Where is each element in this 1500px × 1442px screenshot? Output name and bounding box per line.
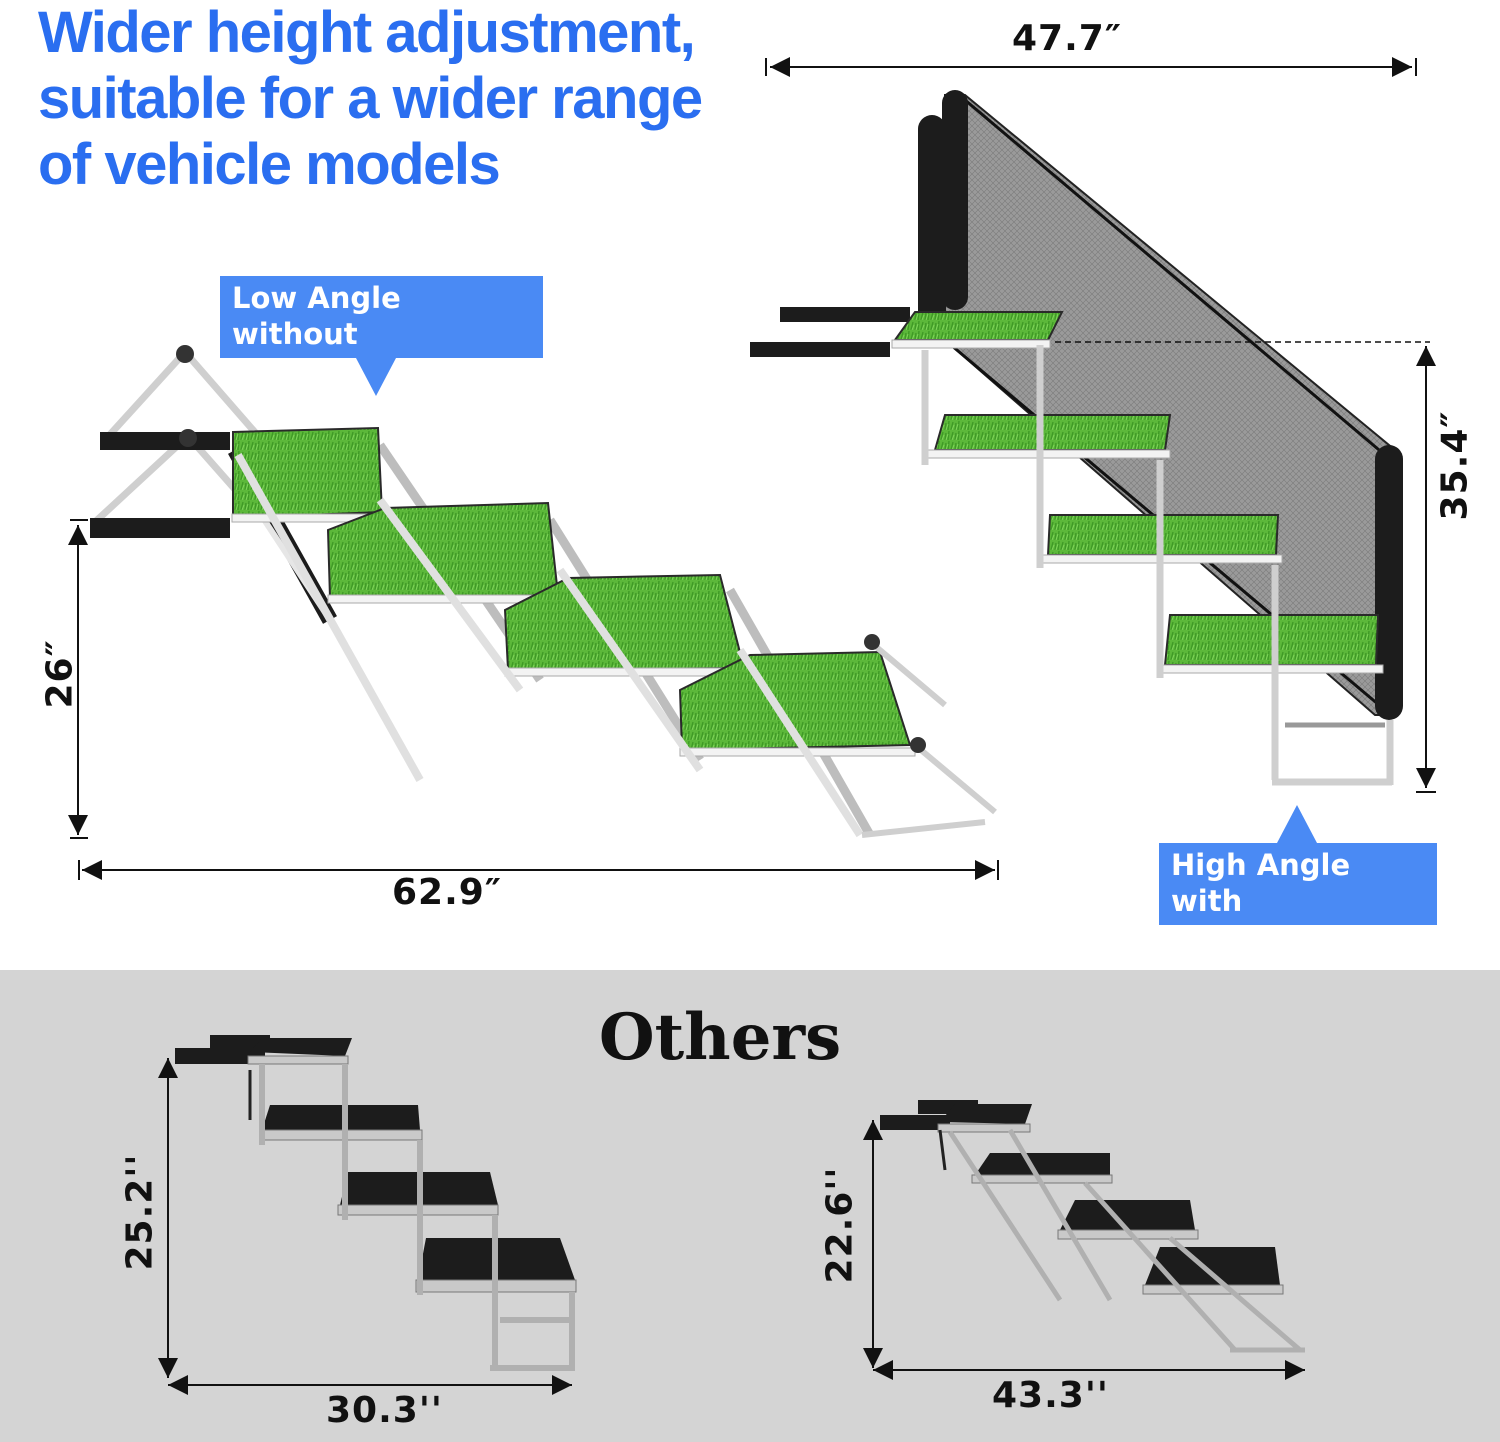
- headline: Wider height adjustment, suitable for a …: [38, 0, 758, 198]
- other2-height-label: 22.6'': [819, 1166, 861, 1284]
- other1-height-label: 25.2'': [119, 1153, 161, 1271]
- high-angle-stair: [750, 90, 1403, 786]
- headline-line-1: Wider height adjustment,: [38, 0, 696, 65]
- headline-line-2: suitable for a wider range: [38, 66, 703, 131]
- other1-length-label: 30.3'': [326, 1390, 443, 1431]
- callout-high-pointer: [1277, 805, 1317, 843]
- callout-low-line-2: Gauze Fence: [232, 353, 439, 387]
- other-stair-1: [175, 1035, 577, 1371]
- headline-line-3: of vehicle models: [38, 132, 501, 197]
- callout-low-line-1: Low Angle without: [232, 281, 401, 351]
- low-angle-stair: [90, 345, 997, 838]
- low-length-label: 62.9″: [392, 872, 502, 913]
- callout-high-angle: High Angle with Gauze Fence: [1159, 805, 1437, 954]
- callout-high-line-2: Gauze Fence: [1171, 920, 1378, 954]
- high-width-label: 47.7″: [1012, 18, 1122, 59]
- callout-low-pointer: [356, 358, 396, 396]
- high-height-label: 35.4″: [1434, 410, 1476, 521]
- callout-high-line-1: High Angle with: [1171, 848, 1351, 918]
- low-height-label: 26″: [39, 639, 81, 709]
- callout-low-angle: Low Angle without Gauze Fence: [220, 276, 543, 396]
- other-stair-2: [880, 1100, 1305, 1353]
- others-title: Others: [598, 1000, 842, 1075]
- other2-length-label: 43.3'': [992, 1375, 1109, 1416]
